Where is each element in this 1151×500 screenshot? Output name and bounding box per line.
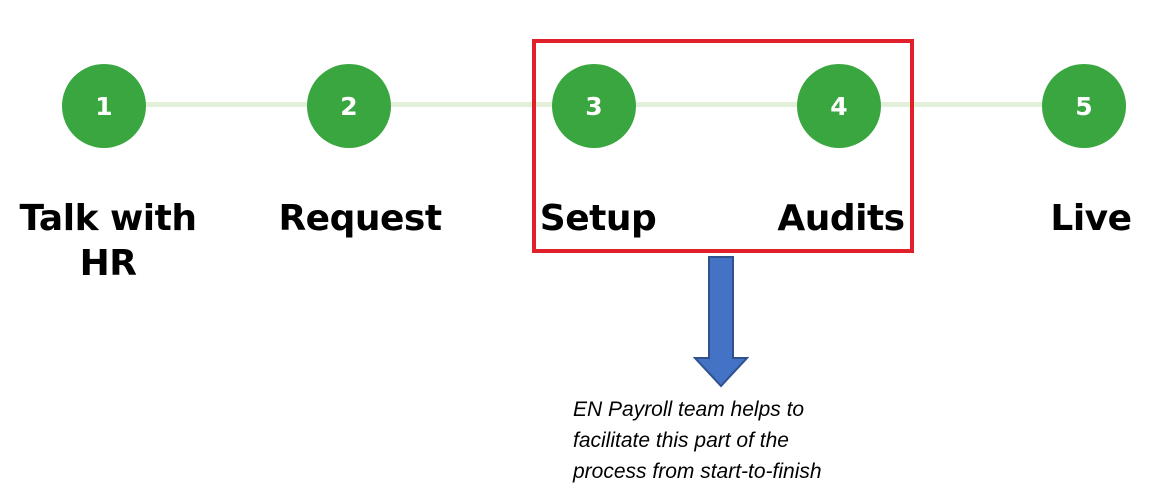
connector-line-4-5 [881, 102, 1043, 107]
step-5-label: Live [981, 196, 1151, 241]
callout-note-line-2: facilitate this part of the [573, 429, 789, 452]
connector-line-1-2 [146, 102, 308, 107]
step-1-number: 1 [95, 91, 113, 121]
step-4-label: Audits [731, 196, 951, 241]
step-1-circle: 1 [62, 64, 146, 148]
step-1-label-line-1: Talk with [19, 198, 197, 239]
callout-note-line-1: EN Payroll team helps to [573, 398, 805, 421]
down-arrow-icon [693, 256, 749, 388]
callout-note: EN Payroll team helps to facilitate this… [573, 394, 913, 487]
step-5-label-line-1: Live [1050, 198, 1132, 239]
step-4-number: 4 [830, 91, 848, 121]
connector-line-2-3 [391, 102, 553, 107]
callout-note-line-3: process from start-to-finish [573, 460, 822, 483]
step-4-circle: 4 [797, 64, 881, 148]
step-4-label-line-1: Audits [777, 198, 905, 239]
step-2-circle: 2 [307, 64, 391, 148]
step-3-label: Setup [488, 196, 708, 241]
step-5-number: 5 [1075, 91, 1093, 121]
step-5-circle: 5 [1042, 64, 1126, 148]
step-3-label-line-1: Setup [539, 198, 657, 239]
step-3-number: 3 [585, 91, 603, 121]
step-1-label: Talk with HR [0, 196, 218, 286]
connector-line-3-4 [636, 102, 798, 107]
step-3-circle: 3 [552, 64, 636, 148]
step-2-number: 2 [340, 91, 358, 121]
down-arrow-shape [693, 256, 749, 388]
highlight-box-setup-audits [532, 39, 914, 253]
step-1-label-line-2: HR [79, 243, 137, 284]
step-2-label: Request [250, 196, 470, 241]
step-2-label-line-1: Request [278, 198, 442, 239]
